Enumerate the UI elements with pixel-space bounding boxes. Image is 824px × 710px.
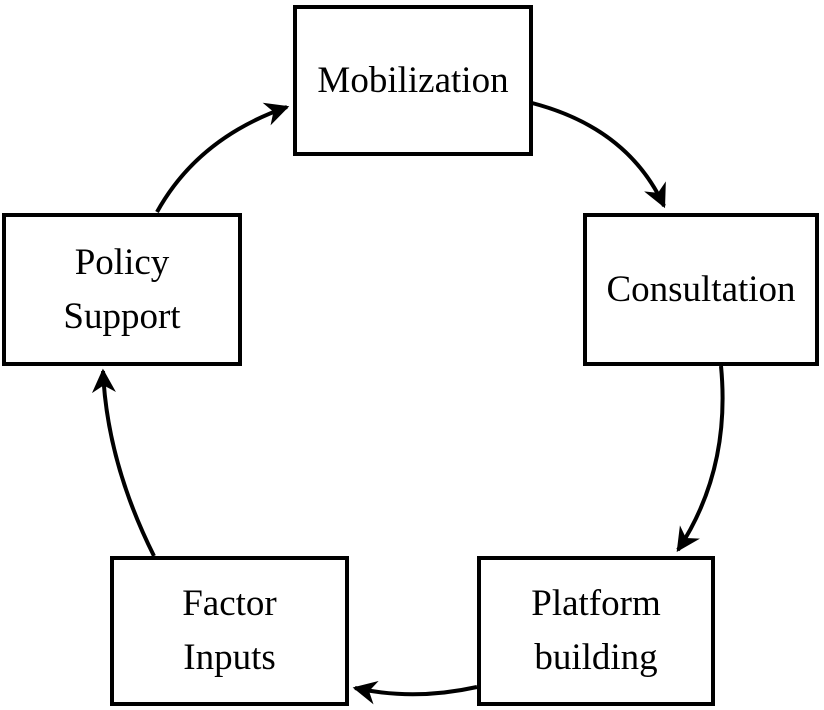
node-factor-inputs-label: Factor Inputs — [182, 583, 277, 678]
node-policy-support-label: Policy Support — [63, 241, 181, 337]
arrow-consultation-to-platform-building — [676, 365, 725, 553]
node-consultation-label: Consultation — [606, 268, 796, 310]
arrow-platform-building-to-factor-inputs — [352, 680, 478, 705]
node-platform-building-label: Platform building — [531, 583, 661, 678]
arrow-policy-support-to-mobilization — [155, 102, 290, 213]
node-mobilization-label: Mobilization — [317, 59, 509, 101]
arrow-factor-inputs-to-policy-support — [91, 368, 156, 557]
node-policy-support: Policy Support — [2, 213, 242, 366]
node-mobilization: Mobilization — [293, 5, 533, 156]
arrow-mobilization-to-consultation — [531, 101, 666, 209]
node-platform-building: Platform building — [477, 556, 715, 706]
node-consultation: Consultation — [583, 213, 819, 366]
node-factor-inputs: Factor Inputs — [110, 556, 349, 706]
